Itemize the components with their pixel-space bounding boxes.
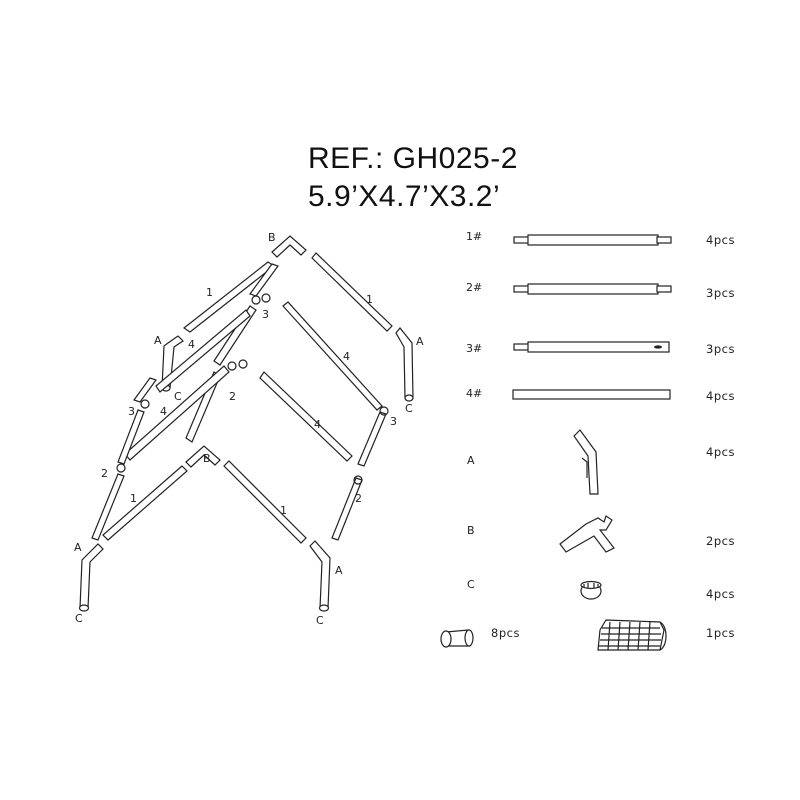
label-1: 1 (280, 504, 287, 517)
pipe-4-icon (512, 389, 671, 400)
label-1: 1 (206, 286, 213, 299)
part-qty: 2pcs (706, 534, 735, 548)
part-qty: 3pcs (706, 342, 735, 356)
connector-b-back (271, 235, 307, 258)
pipe-2-icon (513, 283, 672, 295)
label-4: 4 (188, 338, 195, 351)
pipe-1-front-left (102, 465, 188, 541)
clip-icon (116, 463, 126, 473)
pipe-1-left-lower (91, 473, 125, 541)
part-qty: 3pcs (706, 286, 735, 300)
clip-icon (140, 399, 150, 409)
connector-c-front-left (78, 604, 90, 612)
label-a: A (74, 541, 82, 554)
connector-a-front-right (309, 540, 331, 609)
part-id: 1# (466, 230, 482, 243)
part-id: B (467, 524, 475, 537)
label-3: 3 (262, 308, 269, 321)
part-id: 3# (466, 342, 482, 355)
connector-a-back-right (395, 327, 414, 399)
pipe-4-upper-left (155, 309, 251, 393)
connector-c-back-right (404, 394, 414, 402)
connector-b-front (185, 445, 221, 468)
label-2: 2 (229, 390, 236, 403)
label-4: 4 (314, 418, 321, 431)
cover-icon (597, 619, 667, 651)
label-4: 4 (160, 405, 167, 418)
connector-a-front-left (79, 543, 104, 609)
dimensions: 5.9’X4.7’X3.2’ (308, 180, 501, 213)
clip-icon (261, 293, 271, 303)
accessory-qty: 8pcs (491, 626, 520, 640)
pipe-3-back-left (213, 305, 257, 366)
label-a: A (154, 334, 162, 347)
clip-icon (238, 359, 248, 369)
clip-icon (379, 406, 389, 416)
clip-icon (353, 475, 363, 485)
pipe-1-back-left (182, 261, 276, 333)
label-a: A (416, 335, 424, 348)
connector-b-icon (559, 515, 615, 553)
pipe-3-left (133, 377, 157, 403)
pipe-2-left (117, 409, 145, 465)
part-qty: 4pcs (706, 233, 735, 247)
pipe-4-mid-right (259, 371, 353, 462)
label-a: A (335, 564, 343, 577)
frame-assembly: B B A A A A C C C C 1 1 1 1 2 2 2 3 3 3 … (74, 231, 424, 627)
clip-icon (227, 361, 237, 371)
pipe-4-upper-right (282, 301, 383, 411)
part-id: A (467, 454, 475, 467)
reference-number: REF.: GH025-2 (308, 142, 518, 175)
label-1: 1 (366, 293, 373, 306)
pipe-1-front-right (223, 460, 307, 544)
label-c: C (75, 612, 83, 625)
label-1: 1 (130, 492, 137, 505)
part-id: 4# (466, 387, 482, 400)
label-3: 3 (390, 415, 397, 428)
connector-a-icon (573, 429, 599, 495)
label-2: 2 (101, 467, 108, 480)
parts-list: 1# 4pcs 2# 3pcs 3# 3pcs 4# 4pcs A (440, 230, 735, 651)
part-id: 2# (466, 281, 482, 294)
part-id: C (467, 578, 475, 591)
label-4: 4 (343, 350, 350, 363)
pipe-3-right (357, 411, 387, 467)
connector-c-front-right (318, 604, 330, 612)
pipe-3-icon (513, 341, 670, 353)
connector-c-icon (580, 580, 602, 600)
label-c: C (405, 402, 413, 415)
label-b: B (203, 452, 211, 465)
clip-icon (440, 629, 474, 648)
pipe-2-right (331, 477, 363, 541)
clip-icon (251, 295, 261, 305)
connector-a-back-left (161, 335, 184, 389)
label-c: C (316, 614, 324, 627)
label-3: 3 (128, 405, 135, 418)
label-c: C (174, 390, 182, 403)
part-qty: 4pcs (706, 587, 735, 601)
label-b: B (268, 231, 276, 244)
pipe-4-mid-left (124, 365, 230, 461)
pipe-1-back-right (311, 252, 393, 332)
part-qty: 4pcs (706, 445, 735, 459)
label-2: 2 (355, 492, 362, 505)
part-qty: 4pcs (706, 389, 735, 403)
pipe-1-icon (513, 234, 672, 246)
accessory-qty: 1pcs (706, 626, 735, 640)
